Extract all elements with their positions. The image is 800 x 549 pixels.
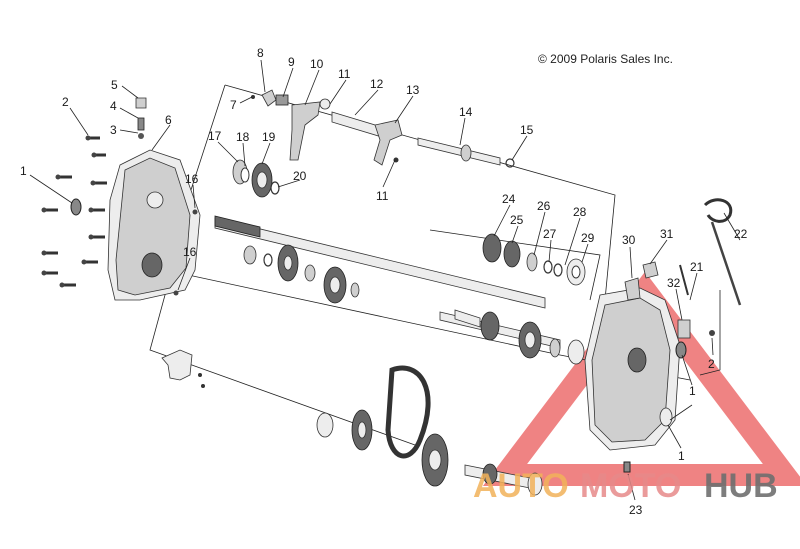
watermark-logo: AUTO MOTO HUB [473,467,778,505]
callout-1: 1 [689,384,696,398]
callout-18: 18 [236,130,250,144]
bolt-icon [85,135,100,141]
callout-13: 13 [406,83,420,97]
callout-22: 22 [734,227,748,241]
watermark-triangle [482,271,800,486]
callout-2: 2 [62,95,69,109]
callout-23: 23 [629,503,643,517]
bolt-icon [55,174,72,180]
left-housing-cover [107,149,201,301]
fastener-icon [192,209,198,215]
callout-25: 25 [510,213,524,227]
bracket [161,349,205,388]
fastener-icon [173,290,179,296]
callout-16: 16 [185,172,199,186]
bolt-icon [41,250,58,256]
callout-31: 31 [660,227,674,241]
callout-29: 29 [581,231,595,245]
plug-spring-assembly [135,97,147,139]
callout-10: 10 [310,57,324,71]
bolt-icon [41,207,58,213]
callout-labels: 1 1 1 2 2 3 4 5 6 7 8 9 10 11 11 12 13 1… [20,46,748,517]
callout-9: 9 [288,55,295,69]
callout-11: 11 [338,67,351,81]
watermark-hub: HUB [704,467,778,505]
bolt-icon [88,234,105,240]
callout-16: 16 [183,245,197,259]
right-housing [584,287,687,451]
callout-26: 26 [537,199,551,213]
shift-fork-assembly [251,89,403,166]
watermark-moto: MOTO [580,467,681,505]
callout-24: 24 [502,192,516,206]
callout-4: 4 [110,99,117,113]
callout-6: 6 [165,113,172,127]
shift-shaft [417,137,515,168]
dipstick-assembly [624,198,742,339]
callout-15: 15 [520,123,534,137]
gear-set-right [482,233,586,286]
bolt-icon [88,207,105,213]
left-bolts [41,135,107,288]
copyright-text: © 2009 Polaris Sales Inc. [538,52,673,66]
callout-17: 17 [208,129,222,143]
drain-plug-icon [623,461,631,473]
bolt-icon [59,282,76,288]
callout-30: 30 [622,233,636,247]
bolt-icon [91,152,106,158]
callout-1: 1 [678,449,685,463]
watermark-auto: AUTO [473,467,569,505]
callout-3: 3 [110,123,117,137]
callout-12: 12 [370,77,384,91]
main-shaft-upper [214,215,546,309]
lower-gear-train [316,309,543,496]
callout-19: 19 [262,130,276,144]
callout-21: 21 [690,260,704,274]
callout-14: 14 [459,105,473,119]
bolt-icon [41,270,58,276]
callout-28: 28 [573,205,587,219]
bolt-icon [81,259,98,265]
leader-lines [29,59,741,501]
callout-11: 11 [376,189,389,203]
callout-2: 2 [708,357,715,371]
callout-5: 5 [111,78,118,92]
callout-20: 20 [293,169,307,183]
bolt-icon [90,180,107,186]
callout-27: 27 [543,227,557,241]
callout-8: 8 [257,46,264,60]
callout-1: 1 [20,164,27,178]
gear-set-upper-left [232,159,280,198]
callout-7: 7 [230,98,237,112]
seal-icon [70,198,82,216]
callout-32: 32 [667,276,681,290]
